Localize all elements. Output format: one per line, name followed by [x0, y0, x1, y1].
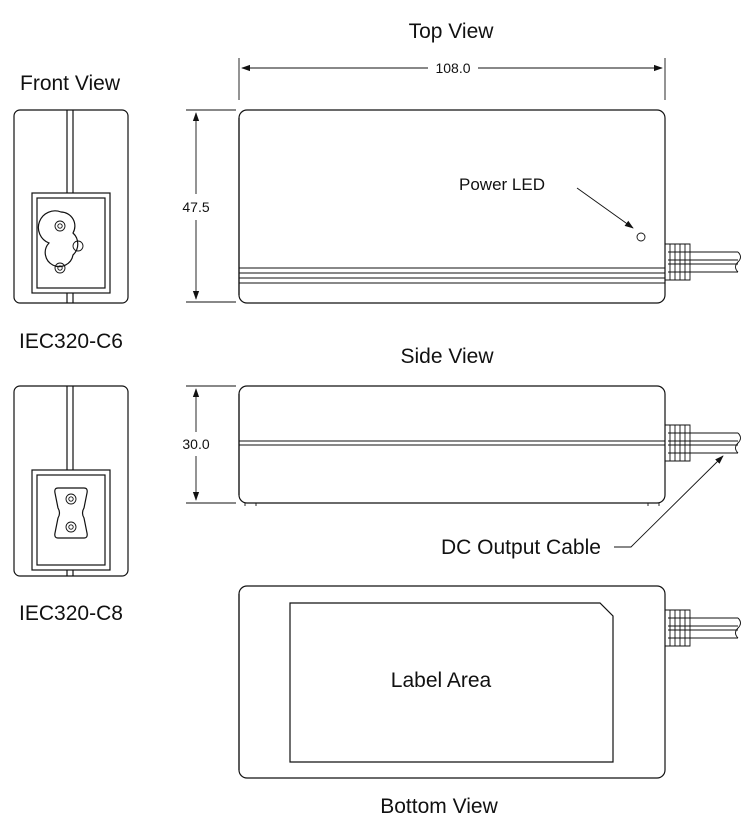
c6-label: IEC320-C6 — [19, 330, 123, 353]
length-dimension-value: 108.0 — [435, 60, 470, 76]
bottom-view-body — [238, 585, 666, 779]
power-led-label: Power LED — [459, 175, 545, 194]
height-dimension: 30.0 — [182, 385, 236, 504]
iec320-c6-socket — [37, 210, 84, 274]
top-view-cable — [665, 243, 741, 281]
front-view-title: Front View — [20, 72, 121, 95]
side-view-title: Side View — [400, 345, 494, 368]
top-view-body — [238, 109, 666, 304]
front-view-c6-body — [13, 109, 129, 304]
width-dimension-value: 47.5 — [182, 199, 209, 215]
width-dimension: 47.5 — [182, 109, 236, 303]
top-view-title: Top View — [409, 20, 495, 43]
front-view-c8-body — [13, 385, 129, 577]
power-led-indicator — [636, 232, 646, 242]
bottom-view-title: Bottom View — [380, 795, 498, 818]
length-dimension: 108.0 — [238, 58, 666, 100]
label-area: Label Area — [289, 602, 614, 763]
power-led-callout: Power LED — [459, 175, 634, 229]
side-view-body — [238, 385, 666, 506]
dc-output-cable-callout: DC Output Cable — [441, 455, 724, 559]
label-area-text: Label Area — [391, 669, 492, 692]
iec320-c8-socket — [54, 487, 88, 539]
bottom-view-cable — [665, 609, 741, 647]
side-view-cable — [665, 424, 741, 462]
height-dimension-value: 30.0 — [182, 436, 209, 452]
dc-output-cable-label: DC Output Cable — [441, 536, 601, 559]
c8-label: IEC320-C8 — [19, 602, 123, 625]
